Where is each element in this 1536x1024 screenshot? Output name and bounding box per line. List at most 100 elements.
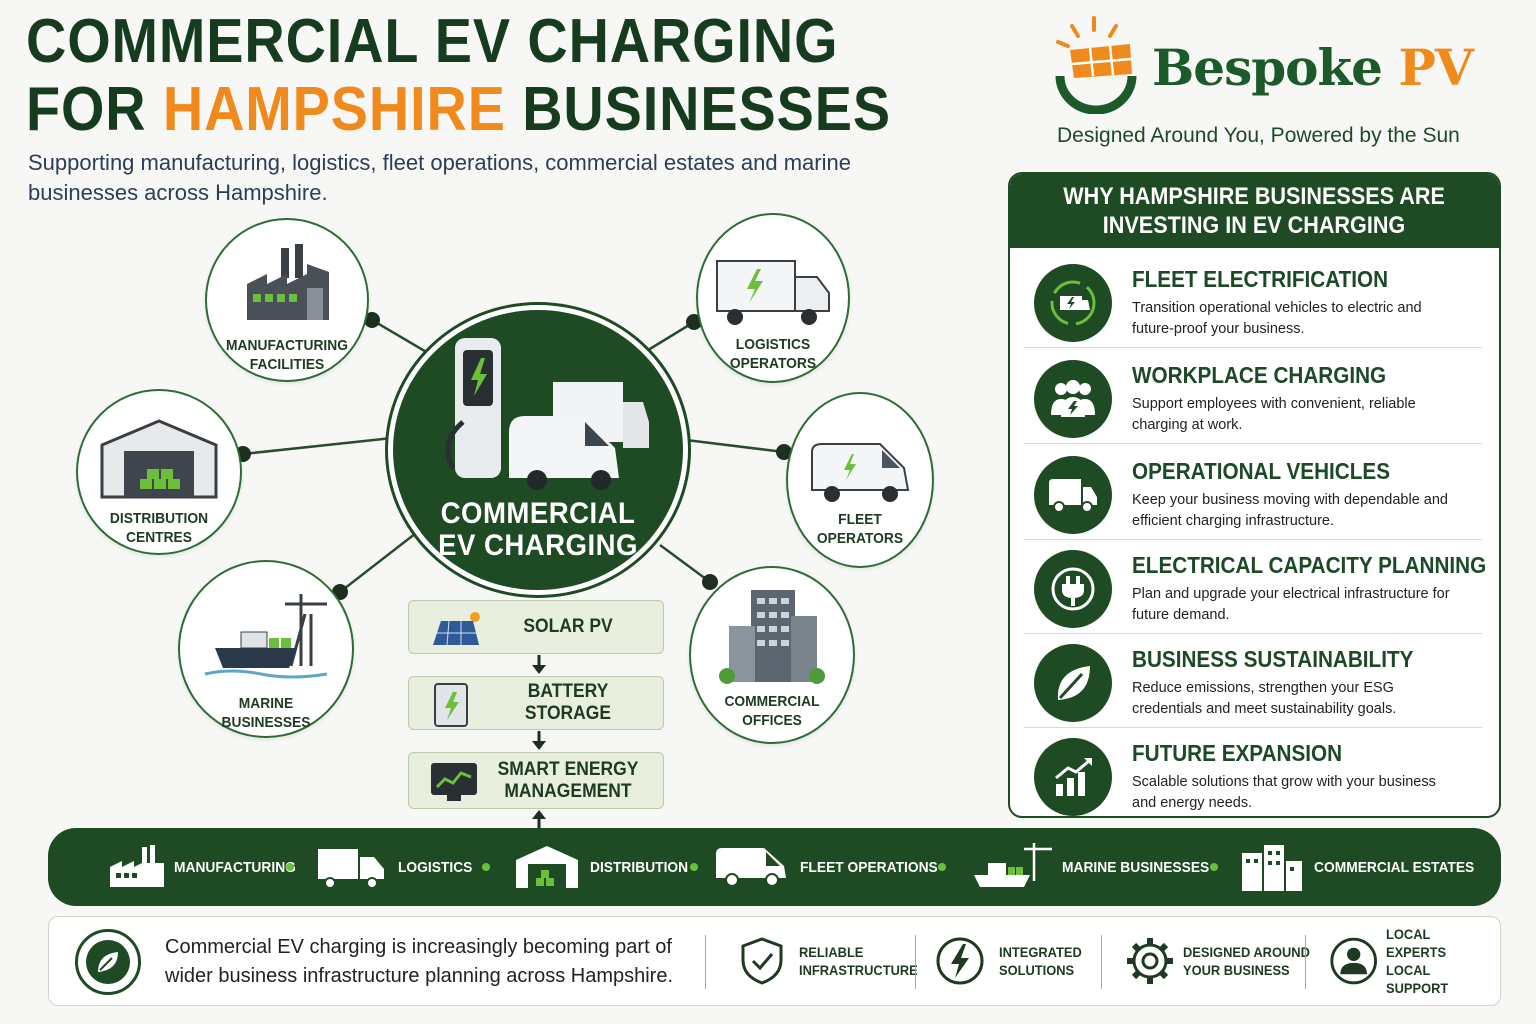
van-charging-icon	[1034, 264, 1112, 342]
brand-name-main: Bespoke	[1152, 38, 1399, 97]
reason-title: FLEET ELECTRIFICATION	[1132, 266, 1389, 292]
sector-band: MANUFACTURING LOGISTICS DISTRIBUTION FLE…	[48, 828, 1501, 906]
footer-strip: Commercial EV charging is increasingly b…	[48, 916, 1501, 1006]
growth-chart-icon	[1034, 738, 1112, 816]
brand-name-accent: PV	[1398, 38, 1473, 97]
van-icon	[1034, 456, 1112, 534]
factory-icon	[247, 244, 329, 320]
warehouse-icon	[100, 419, 218, 499]
band-item: FLEET OPERATIONS	[714, 828, 950, 906]
reason-title: WORKPLACE CHARGING	[1132, 362, 1387, 388]
badge-item: RELIABLE INFRASTRUCTURE	[739, 917, 928, 1005]
band-item: LOGISTICS	[316, 828, 479, 906]
reason-item: WORKPLACE CHARGING Support employees wit…	[1024, 350, 1482, 444]
monitor-chart-icon	[431, 763, 477, 801]
footer-text: Commercial EV charging is increasingly b…	[165, 936, 674, 987]
title-line-1: COMMERCIAL EV CHARGING	[26, 7, 839, 76]
bolt-icon	[936, 937, 984, 985]
stack-solar-pv: SOLAR PV	[408, 600, 664, 654]
stack-label: BATTERY STORAGE	[524, 681, 612, 724]
title-suffix: BUSINESSES	[505, 75, 891, 144]
leaf-icon	[75, 929, 141, 995]
sun-logo-icon	[1055, 16, 1137, 114]
brand-tagline: Designed Around You, Powered by the Sun	[1057, 124, 1460, 147]
badge-item: DESIGNED AROUND YOUR BUSINESS	[1125, 917, 1321, 1005]
plug-icon	[1034, 550, 1112, 628]
reason-text: Plan and upgrade your electrical infrast…	[1132, 586, 1450, 623]
office-building-icon	[719, 590, 825, 684]
ship-icon	[974, 843, 1052, 887]
reason-title: FUTURE EXPANSION	[1132, 740, 1343, 766]
brand-name: Bespoke PV	[1152, 38, 1474, 97]
gear-icon	[1127, 938, 1173, 984]
title-line-2: FOR HAMPSHIRE BUSINESSES	[26, 76, 891, 144]
reason-item: OPERATIONAL VEHICLES Keep your business …	[1024, 446, 1482, 540]
arrow-up-icon	[532, 810, 546, 829]
band-separator-dot	[938, 863, 946, 871]
people-icon	[1034, 360, 1112, 438]
page-title: COMMERCIAL EV CHARGING FOR HAMPSHIRE BUS…	[26, 8, 891, 144]
stack-label: SOLAR PV	[523, 616, 613, 637]
ship-crane-icon	[204, 594, 328, 679]
charger-vehicles-icon	[445, 338, 649, 490]
arrow-down-icon	[532, 731, 546, 750]
reason-text: Reduce emissions, strengthen your ESG cr…	[1132, 680, 1397, 717]
title-highlight: HAMPSHIRE	[162, 75, 506, 144]
reason-text: Support employees with convenient, relia…	[1132, 396, 1416, 433]
divider	[915, 935, 916, 989]
reason-title: BUSINESS SUSTAINABILITY	[1132, 646, 1414, 672]
connector-dot	[364, 312, 380, 328]
band-item: MARINE BUSINESSES	[970, 828, 1222, 906]
van-icon	[811, 443, 910, 502]
stack-label: SMART ENERGY MANAGEMENT	[497, 758, 639, 802]
band-separator-dot	[690, 863, 698, 871]
badge-item: INTEGRATED SOLUTIONS	[935, 917, 1089, 1005]
band-separator-dot	[1210, 863, 1218, 871]
band-item: COMMERCIAL ESTATES	[1240, 828, 1488, 906]
divider	[705, 935, 706, 989]
buildings-icon	[1242, 845, 1302, 891]
stack-smart-energy: SMART ENERGY MANAGEMENT	[408, 752, 664, 809]
factory-icon	[110, 845, 164, 887]
reason-item: BUSINESS SUSTAINABILITY Reduce emissions…	[1024, 634, 1482, 728]
band-separator-dot	[286, 863, 294, 871]
title-prefix: FOR	[26, 75, 163, 144]
leaf-icon	[1034, 644, 1112, 722]
person-icon	[1330, 937, 1377, 985]
reason-text: Keep your business moving with dependabl…	[1132, 492, 1448, 529]
connector-dot	[702, 574, 718, 590]
reason-text: Transition operational vehicles to elect…	[1132, 300, 1422, 337]
truck-icon	[716, 260, 830, 325]
stack-battery-storage: BATTERY STORAGE	[408, 676, 664, 730]
solar-panel-icon	[433, 612, 480, 646]
reason-item: FUTURE EXPANSION Scalable solutions that…	[1024, 728, 1482, 816]
shield-check-icon	[741, 937, 783, 985]
badge-item: LOCAL EXPERTS LOCAL SUPPORT	[1329, 917, 1500, 1005]
band-separator-dot	[482, 863, 490, 871]
truck-icon	[318, 849, 384, 889]
divider	[1305, 935, 1306, 989]
arrow-down-icon	[532, 655, 546, 674]
reason-title: OPERATIONAL VEHICLES	[1132, 458, 1391, 484]
reason-item: FLEET ELECTRIFICATION Transition operati…	[1024, 254, 1482, 348]
van-icon	[716, 848, 786, 887]
band-item: MANUFACTURING	[108, 828, 307, 906]
warehouse-icon	[516, 846, 578, 888]
battery-icon	[434, 683, 468, 727]
